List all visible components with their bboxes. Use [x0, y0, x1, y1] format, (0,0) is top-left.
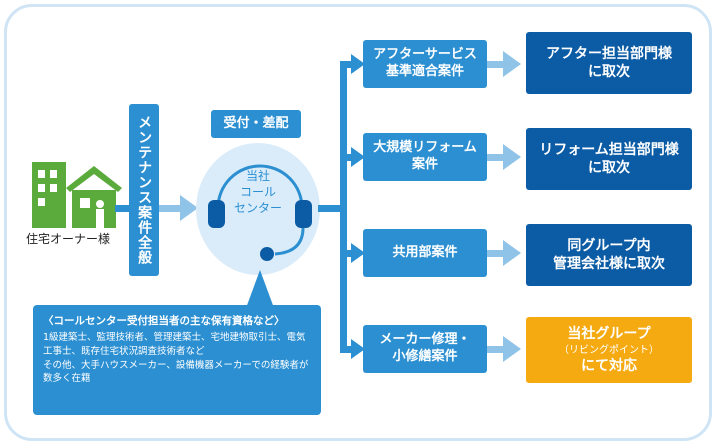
arrow-to-center [180, 195, 198, 221]
branch-trunk [340, 61, 347, 353]
call-center-label: 当社 コール センター [233, 169, 282, 216]
connector-center-branch [318, 205, 345, 212]
owner-label: 住宅オーナー様 [25, 232, 110, 246]
dest-arrow-1 [503, 51, 521, 77]
branch-stub-3 [340, 250, 352, 257]
house-icon [32, 162, 122, 228]
branch-stub-1 [340, 61, 352, 68]
gold-line2: （リビングポイント） [559, 344, 659, 356]
connector-to-center [159, 205, 181, 212]
case-after-service: アフターサービス 基準適合案件 [363, 40, 487, 88]
dest-line-1 [487, 61, 507, 68]
maintenance-box: メンテナンス案件全般 [129, 104, 159, 276]
dest-living-point: 当社グループ （リビングポイント） にて対応 [526, 317, 692, 383]
dest-line-3 [487, 250, 507, 257]
headset-icon [208, 164, 312, 261]
branch-stub-2 [340, 154, 352, 161]
qualifications-title: 〈コールセンター受付担当者の主な保有資格など〉 [43, 315, 285, 327]
branch-stub-4 [340, 346, 352, 353]
branch-arrow-3 [351, 243, 365, 263]
dest-after-dept: アフター担当部門様 に取次 [526, 32, 692, 94]
branch-arrow-2 [351, 147, 365, 167]
branch-arrow-1 [351, 54, 365, 74]
qualifications-body: 1級建築士、監理技術者、管理建築士、宅地建物取引士、電気工事士、既存住宅状況調査… [43, 332, 309, 385]
connector-owner [115, 205, 129, 212]
dest-reform-dept: リフォーム担当部門様 に取次 [526, 128, 692, 190]
gold-line1: 当社グループ [567, 326, 651, 343]
gold-line3: にて対応 [581, 357, 637, 374]
dest-arrow-3 [503, 240, 521, 266]
dest-arrow-4 [503, 336, 521, 362]
case-maker-repair: メーカー修理・ 小修繕案件 [363, 325, 487, 373]
dest-group-management: 同グループ内 管理会社様に取次 [526, 224, 692, 286]
qualifications-box: 〈コールセンター受付担当者の主な保有資格など〉 1級建築士、監理技術者、管理建築… [33, 305, 321, 415]
case-large-reform: 大規模リフォーム 案件 [363, 133, 487, 181]
dest-line-4 [487, 346, 507, 353]
speech-tail [246, 270, 274, 308]
dest-arrow-2 [503, 144, 521, 170]
branch-arrow-4 [351, 339, 365, 359]
case-common-area: 共用部案件 [363, 229, 487, 277]
dest-line-2 [487, 154, 507, 161]
reception-label: 受付・差配 [211, 110, 301, 138]
